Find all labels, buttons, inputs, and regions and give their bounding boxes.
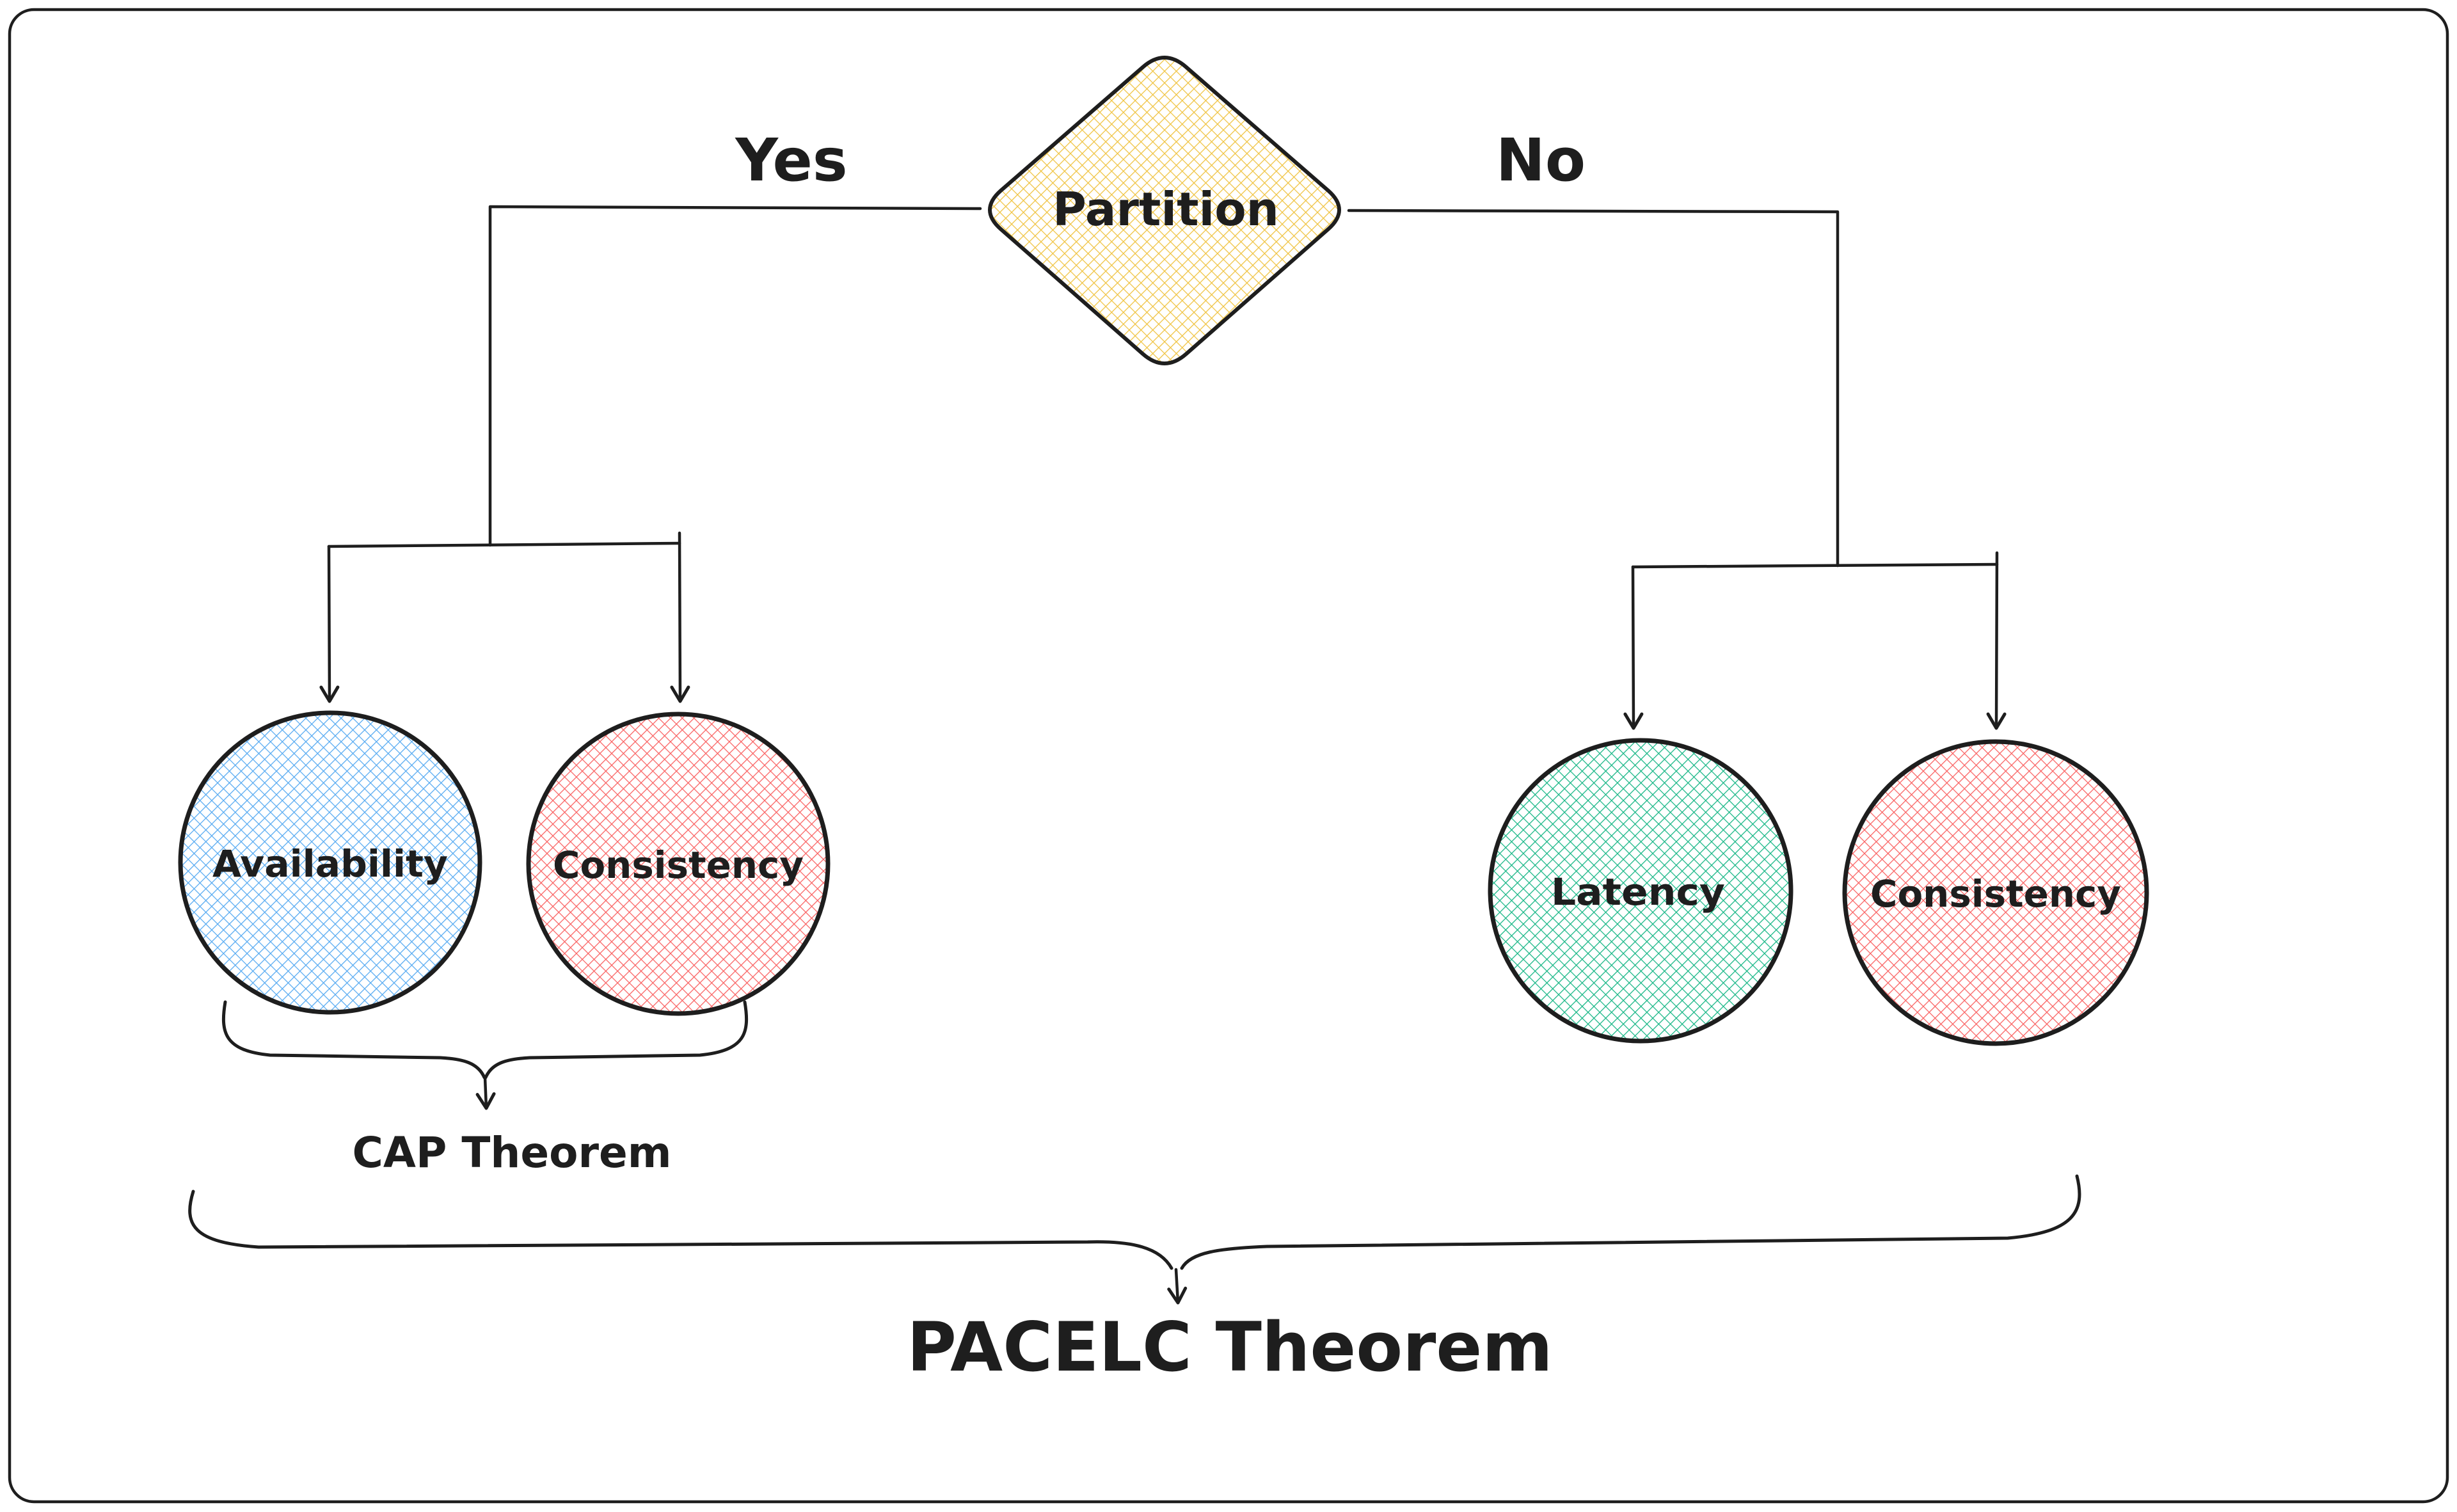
consistency-else-label: Consistency: [1870, 872, 2121, 916]
arrow-to-consistency-else: [1986, 551, 2007, 730]
node-consistency-else: Consistency: [1842, 739, 2149, 1046]
partition-decision-node: Partition: [988, 56, 1341, 365]
no-elbow-line: [1347, 209, 1840, 568]
node-latency: Latency: [1488, 738, 1793, 1044]
pacelc-theorem-label: PACELC Theorem: [907, 1308, 1553, 1387]
cap-theorem-label: CAP Theorem: [352, 1128, 671, 1177]
yes-branch-connectors: [319, 205, 982, 703]
arrow-to-latency: [1623, 565, 1644, 730]
pacelc-brace-right: [1180, 1174, 2081, 1270]
yes-label: Yes: [735, 126, 847, 195]
partition-label: Partition: [1053, 182, 1279, 236]
pacelc-brace: [188, 1174, 2081, 1305]
node-availability: Availability: [178, 710, 482, 1015]
yes-splitter-line: [327, 541, 681, 548]
cap-brace-arrow: [475, 1076, 496, 1110]
cap-brace-left: [221, 1000, 486, 1079]
latency-circle: [1488, 738, 1793, 1044]
pacelc-brace-arrow: [1167, 1268, 1188, 1305]
yes-elbow-line: [488, 205, 982, 547]
no-splitter-line: [1631, 562, 1999, 569]
availability-label: Availability: [212, 842, 448, 886]
cap-brace: [221, 1000, 749, 1110]
pacelc-brace-left: [188, 1190, 1173, 1270]
consistency-cap-circle: [526, 712, 831, 1016]
consistency-cap-label: Consistency: [553, 843, 804, 887]
partition-diamond-shape: [988, 56, 1341, 365]
cap-brace-right: [484, 1000, 749, 1079]
consistency-else-circle: [1842, 739, 2149, 1046]
node-consistency-cap: Consistency: [526, 712, 831, 1016]
latency-label: Latency: [1551, 870, 1725, 914]
no-label: No: [1496, 126, 1586, 195]
no-branch-connectors: [1347, 209, 2007, 730]
availability-circle: [178, 710, 482, 1015]
arrow-to-availability: [319, 545, 340, 703]
